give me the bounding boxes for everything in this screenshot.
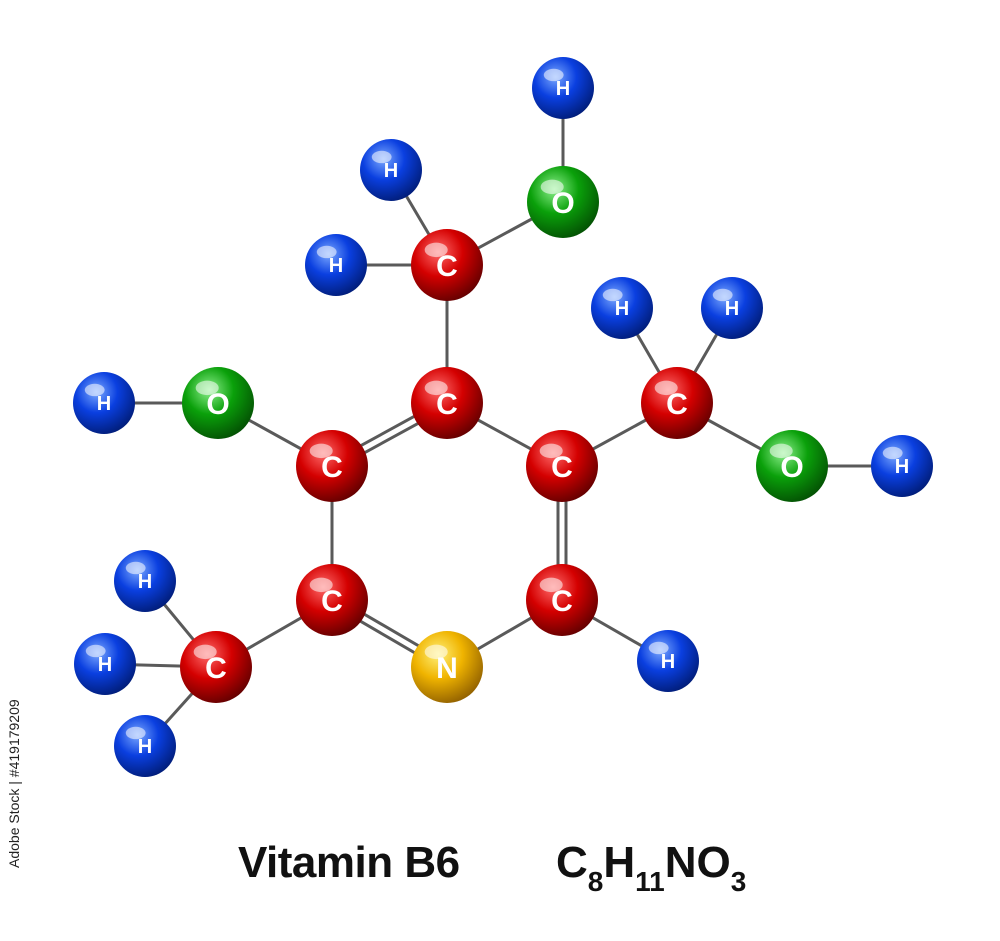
- atom-label: H: [138, 571, 152, 593]
- atom-c_ring_right: C: [526, 430, 598, 502]
- atom-label: O: [551, 187, 574, 220]
- atom-label: N: [436, 652, 458, 685]
- atom-label: H: [725, 298, 739, 320]
- formula-count-o: 3: [730, 866, 747, 897]
- atom-highlight: [84, 383, 105, 397]
- formula-count-c: 8: [587, 866, 604, 897]
- atom-label: H: [97, 393, 111, 415]
- atom-highlight: [540, 179, 564, 195]
- atom-highlight: [316, 245, 337, 259]
- formula-symbol-c: C: [556, 838, 588, 887]
- atom-label: H: [895, 456, 909, 478]
- atom-h_methyl_a: H: [114, 550, 176, 612]
- atom-highlight: [424, 380, 448, 396]
- atom-h_left_oh: H: [73, 372, 135, 434]
- atom-c_ring_left: C: [296, 430, 368, 502]
- atom-highlight: [543, 68, 564, 82]
- formula-symbol-o: O: [696, 838, 731, 887]
- atom-highlight: [309, 577, 333, 593]
- atom-h_ring: H: [637, 630, 699, 692]
- atom-highlight: [539, 443, 563, 459]
- atom-c_ring_top: C: [411, 367, 483, 439]
- atom-highlight: [882, 446, 903, 460]
- atom-label: C: [666, 388, 688, 421]
- atom-label: C: [551, 585, 573, 618]
- atom-label: H: [98, 654, 112, 676]
- atom-h_top_oh: H: [532, 57, 594, 119]
- formula-symbol-n: N: [664, 838, 697, 887]
- atom-h_top_a: H: [360, 139, 422, 201]
- atom-label: O: [206, 388, 229, 421]
- atom-c_ring_bottom_left: C: [296, 564, 368, 636]
- atom-highlight: [193, 644, 217, 660]
- atom-highlight: [125, 726, 146, 740]
- atom-label: C: [436, 250, 458, 283]
- atom-highlight: [424, 644, 448, 660]
- atom-highlight: [371, 150, 392, 164]
- caption: Vitamin B6 C8H11NO3: [0, 832, 1000, 902]
- atom-o_left: O: [182, 367, 254, 439]
- formula-symbol-h: H: [603, 838, 636, 887]
- atom-c_ring_bottom_right: C: [526, 564, 598, 636]
- atom-highlight: [195, 380, 219, 396]
- atom-h_top_b: H: [305, 234, 367, 296]
- atom-label: H: [556, 78, 570, 100]
- atom-o_top: O: [527, 166, 599, 238]
- atom-n_ring: N: [411, 631, 483, 703]
- atom-label: H: [661, 651, 675, 673]
- atom-h_right_b: H: [701, 277, 763, 339]
- atoms-layer: C C C C C N C O H H H O H C H H O H H C H H H: [73, 57, 933, 777]
- atom-label: C: [321, 585, 343, 618]
- atom-h_right_oh: H: [871, 435, 933, 497]
- atom-label: C: [205, 652, 227, 685]
- atom-o_right: O: [756, 430, 828, 502]
- atom-highlight: [602, 288, 623, 302]
- molecule-name: Vitamin B6: [238, 838, 460, 887]
- atom-highlight: [309, 443, 333, 459]
- stock-watermark-id: Adobe Stock | #419179209: [6, 699, 22, 868]
- atom-highlight: [648, 641, 669, 655]
- atom-label: H: [138, 736, 152, 758]
- atom-label: H: [329, 255, 343, 277]
- atom-label: H: [615, 298, 629, 320]
- atom-highlight: [654, 380, 678, 396]
- atom-label: C: [551, 451, 573, 484]
- atom-c_right_ch2: C: [641, 367, 713, 439]
- atom-label: C: [436, 388, 458, 421]
- atom-highlight: [85, 644, 106, 658]
- atom-h_methyl_c: H: [114, 715, 176, 777]
- atom-h_methyl_b: H: [74, 633, 136, 695]
- atom-label: O: [780, 451, 803, 484]
- molecular-formula: C8H11NO3: [556, 838, 746, 897]
- atom-highlight: [424, 242, 448, 258]
- atom-highlight: [125, 561, 146, 575]
- atom-c_top_ch2: C: [411, 229, 483, 301]
- atom-highlight: [539, 577, 563, 593]
- atom-highlight: [712, 288, 733, 302]
- atom-label: C: [321, 451, 343, 484]
- formula-count-h: 11: [635, 866, 665, 897]
- atom-h_right_a: H: [591, 277, 653, 339]
- atom-label: H: [384, 160, 398, 182]
- atom-c_methyl: C: [180, 631, 252, 703]
- atom-highlight: [769, 443, 793, 459]
